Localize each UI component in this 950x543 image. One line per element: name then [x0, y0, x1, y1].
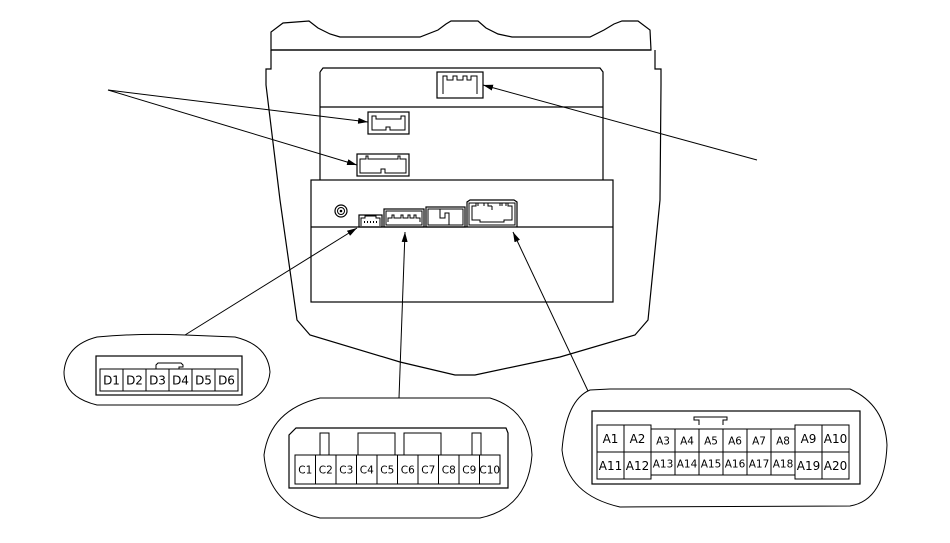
- upper-connector-2[interactable]: [356, 153, 410, 177]
- callout-bubble-d: [63, 333, 271, 406]
- leader-top-connector: [482, 84, 758, 161]
- pin-label: D4: [172, 374, 189, 388]
- pin-label: A16: [725, 459, 746, 471]
- connector-a-latch: [693, 416, 728, 425]
- pin-label: C2: [319, 465, 333, 477]
- pin-label: A7: [752, 436, 766, 448]
- connector-c-housing: [288, 427, 509, 489]
- connector-c-key-2: [357, 432, 396, 456]
- pin-label: A6: [728, 436, 742, 448]
- pin-label: C8: [442, 465, 456, 477]
- connector-d-latch: [155, 362, 184, 369]
- pin-label: A5: [704, 436, 718, 448]
- pin-label: A1: [603, 432, 619, 446]
- callout-bubble-c: [263, 397, 533, 519]
- housing-body-outline: [265, 50, 662, 376]
- connector-d-callout: D1 D2 D3 D4 D5 D6: [63, 333, 271, 406]
- pin-label: C6: [401, 465, 415, 477]
- pin-label: C10: [479, 465, 500, 477]
- pin-label: D5: [195, 374, 212, 388]
- head-unit-housing: [265, 20, 662, 376]
- callout-bubble-a: [561, 388, 888, 508]
- lower-panel-outline: [310, 179, 614, 303]
- connector-c-key-1: [319, 432, 330, 456]
- connector-c-socket[interactable]: [383, 208, 425, 228]
- pin-label: A15: [701, 459, 722, 471]
- connector-d-socket[interactable]: [358, 214, 383, 228]
- pin-label: C7: [421, 465, 435, 477]
- top-connector[interactable]: [436, 71, 484, 99]
- pin-label: D1: [103, 374, 120, 388]
- connector-a-socket[interactable]: [466, 199, 518, 227]
- upper-panel: [319, 67, 604, 180]
- pin-label: A3: [656, 436, 670, 448]
- pin-label: C3: [339, 465, 353, 477]
- pin-label: A14: [677, 459, 698, 471]
- lower-panel: [310, 179, 614, 303]
- connector-d-pins: D1 D2 D3 D4 D5 D6: [99, 368, 239, 392]
- connector-a-housing: [591, 410, 861, 485]
- pin-label: A8: [776, 436, 790, 448]
- pin-label: A2: [630, 432, 646, 446]
- pin-label: D3: [149, 374, 166, 388]
- pin-label: A18: [773, 459, 794, 471]
- leader-connector-c: [398, 231, 408, 399]
- connector-d-housing: [95, 355, 243, 396]
- leader-lines: [107, 84, 758, 399]
- connector-c-key-3: [403, 432, 442, 456]
- pin-label: A17: [749, 459, 770, 471]
- pin-label: A20: [824, 459, 847, 473]
- leader-connector-a: [512, 231, 589, 392]
- pin-label: A12: [626, 459, 649, 473]
- upper-connector-1[interactable]: [367, 111, 410, 135]
- pin-label: A10: [824, 432, 847, 446]
- pin-label: D2: [126, 374, 143, 388]
- upper-panel-outline: [319, 67, 604, 180]
- leader-upper-connector-2: [107, 89, 358, 166]
- leader-connector-d: [184, 227, 358, 336]
- pin-label: C4: [360, 465, 374, 477]
- pin-label: C9: [462, 465, 476, 477]
- pin-cell: [821, 451, 850, 480]
- pin-label: A19: [797, 459, 820, 473]
- pin-label: A4: [680, 436, 694, 448]
- antenna-jack-icon[interactable]: [334, 204, 348, 218]
- connector-c-key-4: [471, 432, 482, 456]
- pin-cell: [214, 368, 239, 392]
- middle-connector-socket[interactable]: [425, 206, 466, 228]
- housing-top-bezel: [270, 20, 652, 51]
- pin-label: D6: [218, 374, 235, 388]
- pin-label: C1: [298, 465, 312, 477]
- leader-upper-connector-1: [107, 89, 369, 124]
- pin-label: A13: [653, 459, 674, 471]
- pin-label: A9: [801, 432, 817, 446]
- pin-label: A11: [599, 459, 622, 473]
- pin-cell: [479, 454, 501, 485]
- pin-label: C5: [380, 465, 394, 477]
